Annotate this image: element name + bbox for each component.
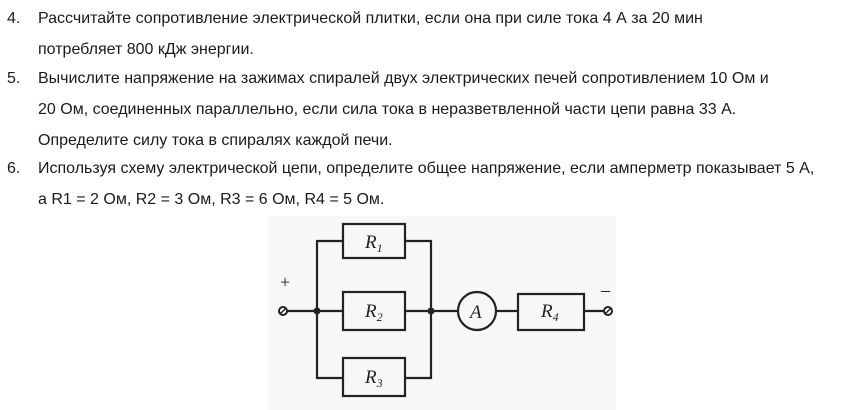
- problem-number: 4.: [7, 10, 21, 27]
- resistor-r3: [341, 356, 407, 398]
- problem-text-line: Используя схему электрической цепи, опре…: [38, 160, 815, 177]
- circuit-diagram: + − R1 R2 R3 R4 A: [268, 216, 616, 410]
- problem-text-line: Определите силу тока в спиралях каждой п…: [38, 132, 393, 149]
- r2-label: R2: [364, 301, 383, 324]
- terminal-slash: [604, 307, 612, 315]
- problem-text-line: 20 Ом, соединенных параллельно, если сил…: [38, 101, 737, 118]
- r1-label: R1: [364, 232, 383, 255]
- r4-label: R4: [540, 301, 559, 324]
- plus-label: +: [280, 272, 290, 292]
- r3-label: R3: [364, 367, 383, 390]
- problem-number: 5.: [7, 70, 21, 87]
- problem-text-line: потребляет 800 кДж энергии.: [38, 41, 254, 58]
- problem-text-line: Вычислите напряжение на зажимах спиралей…: [38, 70, 769, 87]
- circuit-svg: + − R1 R2 R3 R4 A: [278, 222, 613, 398]
- minus-label: −: [600, 281, 611, 303]
- resistor-r2: [341, 290, 407, 332]
- problem-text-line: Рассчитайте сопротивление электрической …: [38, 10, 703, 27]
- ammeter-label: A: [468, 302, 482, 323]
- problem-number: 6.: [7, 160, 21, 177]
- junction-dot: [427, 307, 435, 315]
- problem-text-line: а R1 = 2 Ом, R2 = 3 Ом, R3 = 6 Ом, R4 = …: [38, 191, 385, 208]
- terminal-slash: [279, 307, 287, 315]
- resistor-r1: [341, 222, 407, 260]
- junction-dot: [313, 307, 321, 315]
